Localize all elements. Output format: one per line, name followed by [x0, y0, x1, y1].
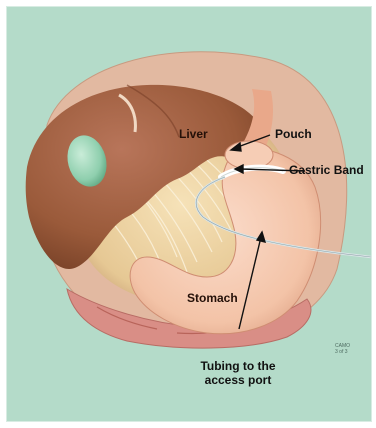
label-liver: Liver [179, 127, 208, 141]
diagram-frame: Liver Pouch Gastric Band Stomach Tubing … [6, 6, 372, 422]
label-tubing: Tubing to the access port [183, 359, 293, 387]
label-tubing-line2: access port [183, 373, 293, 387]
label-stomach: Stomach [187, 291, 238, 305]
label-pouch: Pouch [275, 127, 312, 141]
image-credit: CAMO 3 of 3 [335, 343, 350, 355]
label-tubing-line1: Tubing to the [183, 359, 293, 373]
credit-line2: 3 of 3 [335, 349, 350, 355]
label-gastric-band: Gastric Band [289, 163, 364, 177]
